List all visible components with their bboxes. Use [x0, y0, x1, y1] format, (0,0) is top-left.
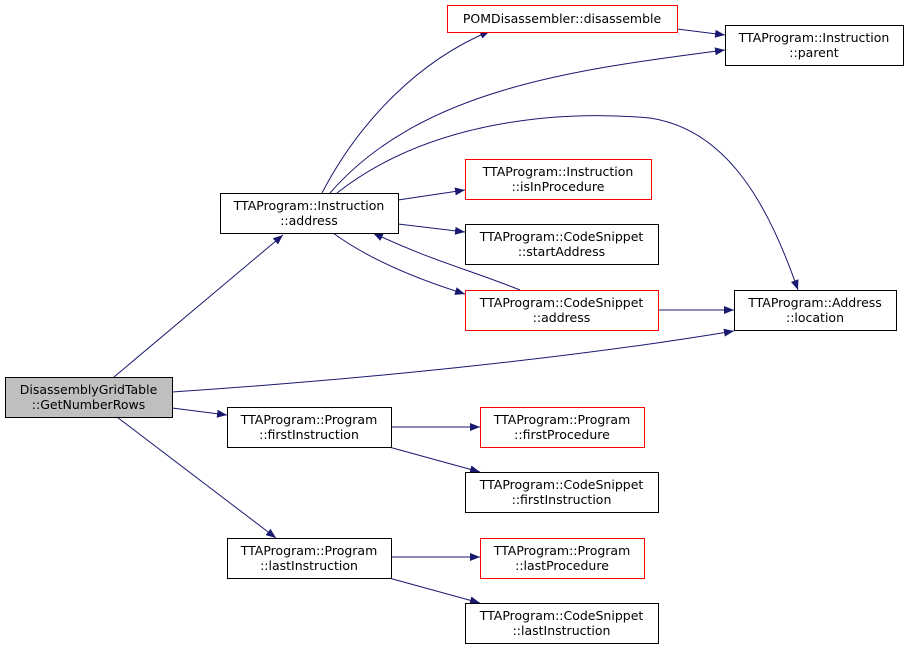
node-box — [227, 538, 392, 579]
node-label-line: ::lastInstruction — [260, 558, 358, 573]
node-label-line: TTAProgram::Program — [240, 543, 378, 558]
node-label-line: TTAProgram::Program — [240, 412, 378, 427]
node-box — [220, 193, 399, 234]
node-label-line: ::address — [280, 213, 338, 228]
node-label-line: TTAProgram::CodeSnippet — [479, 295, 644, 310]
node-snippet-lastinstruction[interactable]: TTAProgram::CodeSnippet::lastInstruction — [465, 603, 659, 644]
node-label-line: TTAProgram::CodeSnippet — [479, 229, 644, 244]
node-pom-disassemble[interactable]: POMDisassembler::disassemble — [447, 5, 678, 33]
node-snippet-firstinstruction[interactable]: TTAProgram::CodeSnippet::firstInstructio… — [465, 472, 659, 513]
node-label-line: TTAProgram::Instruction — [738, 30, 890, 45]
node-label-line: DisassemblyGridTable — [20, 382, 158, 397]
node-box — [465, 603, 659, 644]
node-root[interactable]: DisassemblyGridTable::GetNumberRows — [5, 377, 173, 418]
node-box — [734, 290, 897, 331]
edge-instr-address-to-address-location — [336, 115, 799, 291]
edge-program-firstinstruction-to-snippet-firstinstruction — [388, 446, 481, 474]
node-box — [227, 407, 392, 448]
edge-instr-address-to-snippet-startaddress — [397, 223, 466, 235]
node-program-lastinstruction[interactable]: TTAProgram::Program::lastInstruction — [227, 538, 392, 579]
node-label-line: ::firstInstruction — [512, 492, 612, 507]
node-box — [725, 25, 904, 66]
edge-root-to-instr-address — [113, 234, 284, 378]
node-instr-address[interactable]: TTAProgram::Instruction::address — [220, 193, 399, 234]
node-label-line: ::lastProcedure — [515, 558, 609, 573]
edge-pom-disassemble-to-instr-parent — [676, 28, 726, 38]
node-label-line: ::startAddress — [518, 244, 605, 259]
node-instr-parent[interactable]: TTAProgram::Instruction::parent — [725, 25, 904, 66]
node-box — [5, 377, 173, 418]
node-box — [465, 290, 659, 331]
nodes-layer: DisassemblyGridTable::GetNumberRowsTTAPr… — [5, 5, 904, 644]
edge-instr-address-to-pom-disassemble — [321, 30, 491, 194]
edge-instr-address-to-instr-parent — [329, 47, 726, 194]
node-box — [465, 224, 659, 265]
node-label-line: TTAProgram::Instruction — [482, 164, 634, 179]
edge-snippet-address-to-instr-address — [372, 232, 521, 291]
node-label-line: ::firstInstruction — [259, 427, 359, 442]
node-box — [465, 472, 659, 513]
node-snippet-address[interactable]: TTAProgram::CodeSnippet::address — [465, 290, 659, 331]
node-box — [447, 5, 678, 33]
edge-instr-address-to-instr-isinprocedure — [397, 187, 466, 201]
node-box — [480, 538, 645, 579]
node-label-line: TTAProgram::Address — [747, 295, 882, 310]
edge-root-to-program-firstinstruction — [171, 407, 228, 418]
edge-root-to-program-lastinstruction — [116, 416, 277, 539]
node-instr-isinprocedure[interactable]: TTAProgram::Instruction::isInProcedure — [465, 159, 652, 200]
edges-layer — [113, 28, 799, 605]
node-box — [480, 407, 645, 448]
node-label-line: ::location — [786, 310, 844, 325]
edge-program-lastinstruction-to-snippet-lastinstruction — [388, 577, 481, 605]
node-box — [465, 159, 652, 200]
node-label-line: TTAProgram::CodeSnippet — [479, 477, 644, 492]
node-program-lastprocedure[interactable]: TTAProgram::Program::lastProcedure — [480, 538, 645, 579]
node-label-line: ::firstProcedure — [514, 427, 610, 442]
node-snippet-startaddress[interactable]: TTAProgram::CodeSnippet::startAddress — [465, 224, 659, 265]
node-program-firstinstruction[interactable]: TTAProgram::Program::firstInstruction — [227, 407, 392, 448]
node-label-line: ::GetNumberRows — [32, 397, 145, 412]
node-label-line: TTAProgram::Program — [493, 543, 631, 558]
node-label-line: POMDisassembler::disassemble — [463, 11, 662, 26]
node-label-line: ::lastInstruction — [513, 623, 611, 638]
node-program-firstprocedure[interactable]: TTAProgram::Program::firstProcedure — [480, 407, 645, 448]
node-label-line: TTAProgram::Instruction — [233, 198, 385, 213]
node-address-location[interactable]: TTAProgram::Address::location — [734, 290, 897, 331]
node-label-line: ::parent — [789, 45, 838, 60]
node-label-line: ::isInProcedure — [512, 179, 605, 194]
node-label-line: TTAProgram::Program — [493, 412, 631, 427]
node-label-line: ::address — [533, 310, 591, 325]
edge-instr-address-to-snippet-address — [332, 232, 466, 295]
edge-root-to-address-location — [171, 328, 735, 393]
node-label-line: TTAProgram::CodeSnippet — [479, 608, 644, 623]
